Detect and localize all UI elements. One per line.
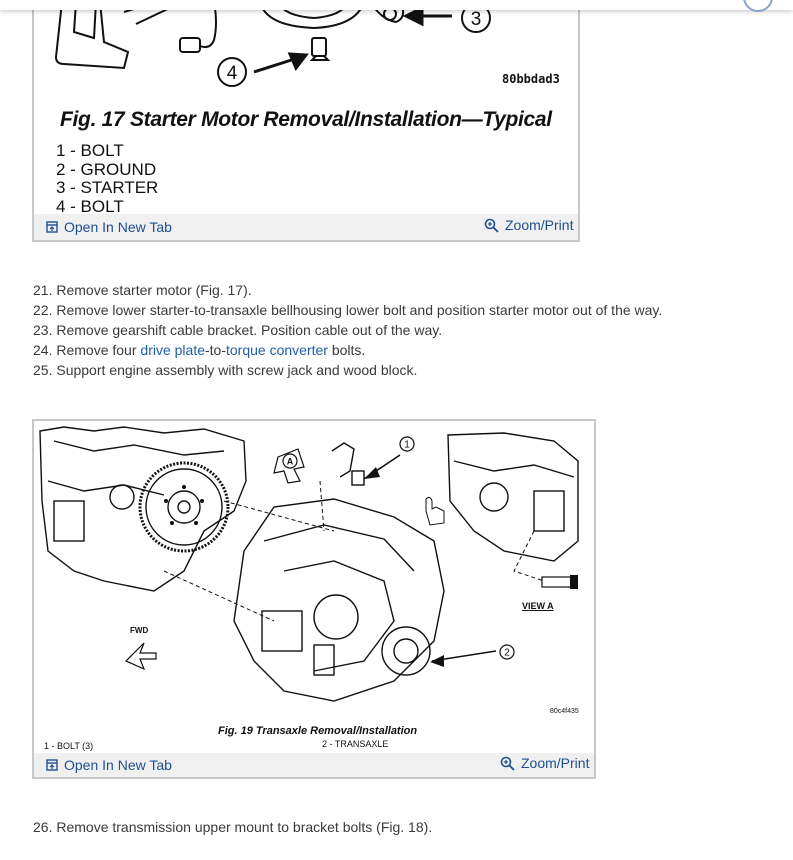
open-new-tab-icon [46,221,58,233]
callout-1: 1 [404,440,410,451]
starter-motor-diagram: 3 4 [54,2,491,87]
zoom-print-label: Zoom/Print [505,217,574,233]
figure-17-title: Fig. 17 Starter Motor Removal/Installati… [60,108,552,131]
zoom-print-label: Zoom/Print [521,755,590,771]
drive-plate-link[interactable]: drive plate [140,342,205,358]
callout-2: 2 [504,648,510,659]
open-new-tab-label: Open In New Tab [64,757,172,773]
legend-item: 2 - GROUND [56,159,157,179]
legend-item: 4 - BOLT [56,196,124,216]
callout-3: 3 [471,9,482,30]
figure-17-card: 3 4 80bbdad3 Fig. 17 Starter Motor Remov… [32,0,580,242]
callout-4: 4 [227,63,238,84]
steps-list-b: 26. Remove transmission upper mount to b… [33,817,432,837]
legend-item: 1 - BOLT [56,141,124,160]
callout-a: A [287,457,294,467]
figure-19-card: 1 2 A VIEW A FWD 80c4f435 Fig. 19 Transa… [32,419,596,779]
zoom-print-link[interactable]: Zoom/Print [484,217,573,233]
list-item: 26. Remove transmission upper mount to b… [33,819,433,835]
zoom-icon [500,756,515,771]
steps-list-a: 21. Remove starter motor (Fig. 17). 22. … [33,280,662,380]
figure-19-legend-2: 2 - TRANSAXLE [322,739,389,749]
legend-item: 3 - STARTER [56,178,159,197]
view-a-label: VIEW A [522,601,554,611]
figure-19-footer: Open In New Tab Zoom/Print [34,753,594,777]
open-new-tab-link[interactable]: Open In New Tab [46,757,172,773]
profile-icon[interactable] [743,0,773,12]
fwd-label: FWD [130,626,149,635]
transaxle-diagram: 1 2 A [39,426,579,702]
figure-19-code: 80c4f435 [550,708,579,715]
figure-17-legend: 1 - BOLT 2 - GROUND 3 - STARTER 4 - BOLT [56,141,159,216]
figure-19-title: Fig. 19 Transaxle Removal/Installation [218,725,418,737]
list-item: 22. Remove lower starter-to-transaxle be… [33,302,663,318]
zoom-print-link[interactable]: Zoom/Print [500,755,589,771]
figure-19-legend-1: 1 - BOLT (3) [44,741,94,751]
open-new-tab-link[interactable]: Open In New Tab [46,219,172,235]
list-item: 21. Remove starter motor (Fig. 17). [33,282,252,298]
list-item: 25. Support engine assembly with screw j… [33,362,418,378]
top-bar [0,0,793,12]
figure-17-footer: Open In New Tab Zoom/Print [34,214,578,240]
figure-17-code: 80bbdad3 [502,72,560,86]
open-new-tab-icon [46,759,58,771]
list-item: 23. Remove gearshift cable bracket. Posi… [33,322,443,338]
list-item: 24. Remove four drive plate-to-torque co… [33,342,366,358]
zoom-icon [484,218,499,233]
open-new-tab-label: Open In New Tab [64,219,172,235]
torque-converter-link[interactable]: torque converter [226,342,328,358]
